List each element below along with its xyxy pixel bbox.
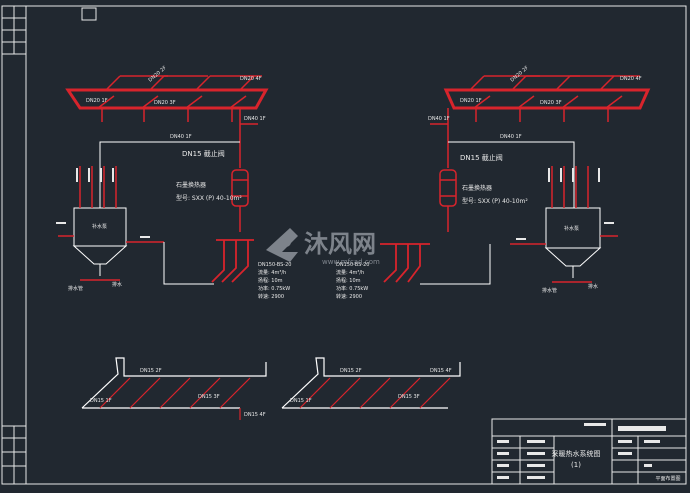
svg-text:功率: 0.75kW: 功率: 0.75kW bbox=[336, 285, 368, 292]
right-drain-label-2: 排水 bbox=[588, 283, 598, 290]
svg-text:扬程: 10m: 扬程: 10m bbox=[336, 277, 361, 284]
svg-text:功率: 0.75kW: 功率: 0.75kW bbox=[258, 285, 290, 292]
left-rack bbox=[65, 88, 269, 110]
bottom-left-label-3: DN15 3F bbox=[198, 394, 220, 400]
left-drain-label-1: 排水管 bbox=[68, 285, 83, 292]
left-rack-label-2: DN20 2F bbox=[147, 65, 167, 84]
svg-text:流量: 4m³/h: 流量: 4m³/h bbox=[258, 269, 286, 276]
title-block bbox=[491, 418, 687, 485]
left-pump-label: 补水泵 bbox=[92, 223, 107, 230]
title-block-filler-marks bbox=[497, 423, 666, 479]
right-heater-title: 石墨换热器 bbox=[462, 184, 492, 192]
right-rack-label-3: DN20 3F bbox=[540, 100, 562, 106]
bottom-right-label-4: DN15 4F bbox=[430, 368, 452, 374]
bottom-left-label-1: DN15 1F bbox=[90, 398, 112, 404]
right-heat-exchanger bbox=[439, 169, 457, 232]
svg-text:转速: 2900: 转速: 2900 bbox=[336, 293, 362, 300]
left-notes: DN150-BS-20 流量: 4m³/h 扬程: 10m 功率: 0.75kW… bbox=[258, 262, 291, 300]
right-valve-label: DN15 截止阀 bbox=[460, 153, 503, 162]
left-supply-label: DN40 1F bbox=[244, 116, 266, 122]
left-valve-label: DN15 截止阀 bbox=[182, 149, 225, 158]
right-system: DN20 1F DN20 2F DN20 3F DN20 4F DN40 1F … bbox=[336, 65, 651, 300]
watermark-url: www.mfcad.com bbox=[322, 258, 380, 266]
right-pump-label: 补水泵 bbox=[564, 225, 579, 232]
left-heater-spec: 型号: SXX (P) 40-10m² bbox=[176, 194, 242, 202]
right-return-label: DN40 1F bbox=[500, 134, 522, 140]
left-tank bbox=[72, 207, 128, 276]
right-drain-label-1: 排水管 bbox=[542, 287, 557, 294]
right-supply-label: DN40 1F bbox=[428, 116, 450, 122]
right-heater-spec: 型号: SXX (P) 40-10m² bbox=[462, 197, 528, 205]
bottom-left-label-2: DN15 2F bbox=[140, 368, 162, 374]
right-rack-label-2: DN20 2F bbox=[509, 65, 529, 84]
svg-text:DN150-BS-20: DN150-BS-20 bbox=[336, 262, 369, 268]
left-heater-title: 石墨换热器 bbox=[176, 181, 206, 189]
svg-text:流量: 4m³/h: 流量: 4m³/h bbox=[336, 269, 364, 276]
corner-label: 平面布置图 bbox=[655, 475, 680, 482]
right-rack-label-1: DN20 1F bbox=[460, 98, 482, 104]
watermark: 沐风网 www.mfcad.com bbox=[266, 228, 380, 266]
left-system: DN20 1F DN20 2F DN20 3F DN20 4F DN40 1F … bbox=[56, 65, 291, 300]
svg-text:扬程: 10m: 扬程: 10m bbox=[258, 277, 283, 284]
svg-text:转速: 2900: 转速: 2900 bbox=[258, 293, 284, 300]
watermark-brand: 沐风网 bbox=[304, 230, 376, 258]
right-rack-label-4: DN20 4F bbox=[620, 76, 642, 82]
bottom-right-label-3: DN15 3F bbox=[398, 394, 420, 400]
left-heat-exchanger bbox=[231, 169, 249, 232]
right-notes: DN150-BS-20 流量: 4m³/h 扬程: 10m 功率: 0.75kW… bbox=[336, 262, 369, 300]
right-tank bbox=[544, 207, 602, 278]
bottom-right-label-2: DN15 2F bbox=[340, 368, 362, 374]
left-rack-label-4: DN20 4F bbox=[240, 76, 262, 82]
bottom-right-branch bbox=[281, 357, 461, 409]
left-drain-label-2: 排水 bbox=[112, 281, 122, 288]
sheet-number: (1) bbox=[571, 461, 581, 469]
right-pumps bbox=[380, 243, 430, 283]
left-rack-label-3: DN20 3F bbox=[154, 100, 176, 106]
drawing-title: 采暖热水系统图 bbox=[552, 449, 601, 458]
right-rack bbox=[443, 88, 651, 110]
left-pumps bbox=[211, 239, 254, 283]
left-return-label: DN40 1F bbox=[170, 134, 192, 140]
bottom-right-label-1: DN15 1F bbox=[290, 398, 312, 404]
bottom-left-label-4: DN15 4F bbox=[244, 412, 266, 418]
svg-text:DN150-BS-20: DN150-BS-20 bbox=[258, 262, 291, 268]
left-rack-label-1: DN20 1F bbox=[86, 98, 108, 104]
bottom-left-branch bbox=[81, 357, 267, 420]
watermark-logo-icon bbox=[266, 228, 298, 262]
drawing-frame bbox=[1, 5, 687, 485]
